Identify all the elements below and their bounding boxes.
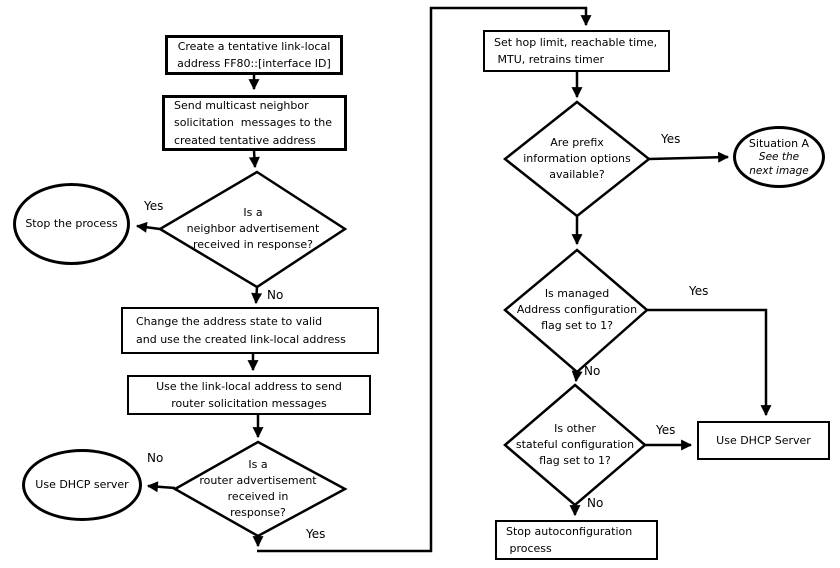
prefix-options-decision-shape bbox=[502, 100, 652, 218]
terminator-use-dhcp-server-label: Use DHCP server bbox=[35, 478, 129, 492]
neighbor-advertisement-decision-shape bbox=[157, 170, 348, 289]
edge-label-neighbor-yes: Yes bbox=[144, 199, 164, 213]
arrow-router-no-to-dhcp-ellipse bbox=[146, 481, 176, 493]
decision-prefix-options-label: Are prefix information options available… bbox=[523, 136, 631, 181]
arrow-send-to-neighbor-decision bbox=[248, 150, 260, 169]
connector-managed-yes-to-dhcp-box bbox=[647, 308, 772, 417]
decision-router-advertisement-label: Is a router advertisement received in re… bbox=[199, 458, 317, 519]
edge-label-managed-no: No bbox=[584, 364, 601, 378]
process-use-dhcp-server-box-label: Use DHCP Server bbox=[716, 433, 811, 447]
decision-stateful-flag-label: Is other stateful configuration flag set… bbox=[515, 422, 635, 467]
process-use-dhcp-server-box: Use DHCP Server bbox=[697, 421, 830, 460]
arrow-prefix-yes-to-situation-a bbox=[648, 151, 730, 163]
process-stop-autoconfiguration-label: Stop autoconfiguration process bbox=[506, 524, 633, 555]
terminator-stop-process-label: Stop the process bbox=[25, 217, 118, 231]
process-create-tentative-address: Create a tentative link-local address FF… bbox=[165, 35, 343, 75]
edge-label-prefix-yes: Yes bbox=[661, 132, 681, 146]
process-send-multicast-solicitation: Send multicast neighbor solicitation mes… bbox=[162, 95, 347, 151]
decision-neighbor-advertisement-label: Is a neighbor advertisement received in … bbox=[186, 206, 320, 251]
managed-flag-decision-shape bbox=[503, 248, 649, 374]
arrow-neighbor-yes-to-stop bbox=[135, 221, 161, 233]
process-send-multicast-solicitation-label: Send multicast neighbor solicitation mes… bbox=[174, 99, 333, 147]
arrow-neighbor-no-to-change bbox=[251, 286, 263, 305]
connector-router-yes-to-set-hop bbox=[257, 6, 592, 553]
terminator-situation-a-subtitle: See the next image bbox=[749, 151, 809, 177]
stateful-flag-decision-shape bbox=[503, 383, 647, 507]
edge-label-router-no: No bbox=[147, 451, 164, 465]
decision-managed-flag-label: Is managed Address configuration flag se… bbox=[516, 287, 638, 332]
process-set-hop-limit-label: Set hop limit, reachable time, MTU, retr… bbox=[494, 35, 658, 66]
edge-label-stateful-yes: Yes bbox=[656, 423, 676, 437]
process-stop-autoconfiguration: Stop autoconfiguration process bbox=[495, 520, 658, 560]
edge-label-neighbor-no: No bbox=[267, 288, 284, 302]
terminator-situation-a-title: Situation A bbox=[748, 136, 810, 150]
router-advertisement-decision-shape bbox=[172, 440, 348, 538]
process-change-address-state-label: Change the address state to valid and us… bbox=[136, 315, 346, 346]
edge-label-router-yes: Yes bbox=[306, 527, 326, 541]
process-change-address-state: Change the address state to valid and us… bbox=[121, 307, 379, 354]
edge-label-managed-yes: Yes bbox=[689, 284, 709, 298]
edge-label-stateful-no: No bbox=[587, 496, 604, 510]
terminator-situation-a: Situation A See the next image bbox=[733, 126, 825, 188]
process-send-router-solicitation-label: Use the link-local address to send route… bbox=[156, 379, 342, 410]
process-create-tentative-address-label: Create a tentative link-local address FF… bbox=[177, 39, 331, 70]
terminator-stop-process: Stop the process bbox=[13, 183, 130, 265]
process-send-router-solicitation: Use the link-local address to send route… bbox=[127, 375, 371, 415]
terminator-use-dhcp-server: Use DHCP server bbox=[22, 449, 142, 521]
process-set-hop-limit: Set hop limit, reachable time, MTU, retr… bbox=[483, 30, 670, 72]
